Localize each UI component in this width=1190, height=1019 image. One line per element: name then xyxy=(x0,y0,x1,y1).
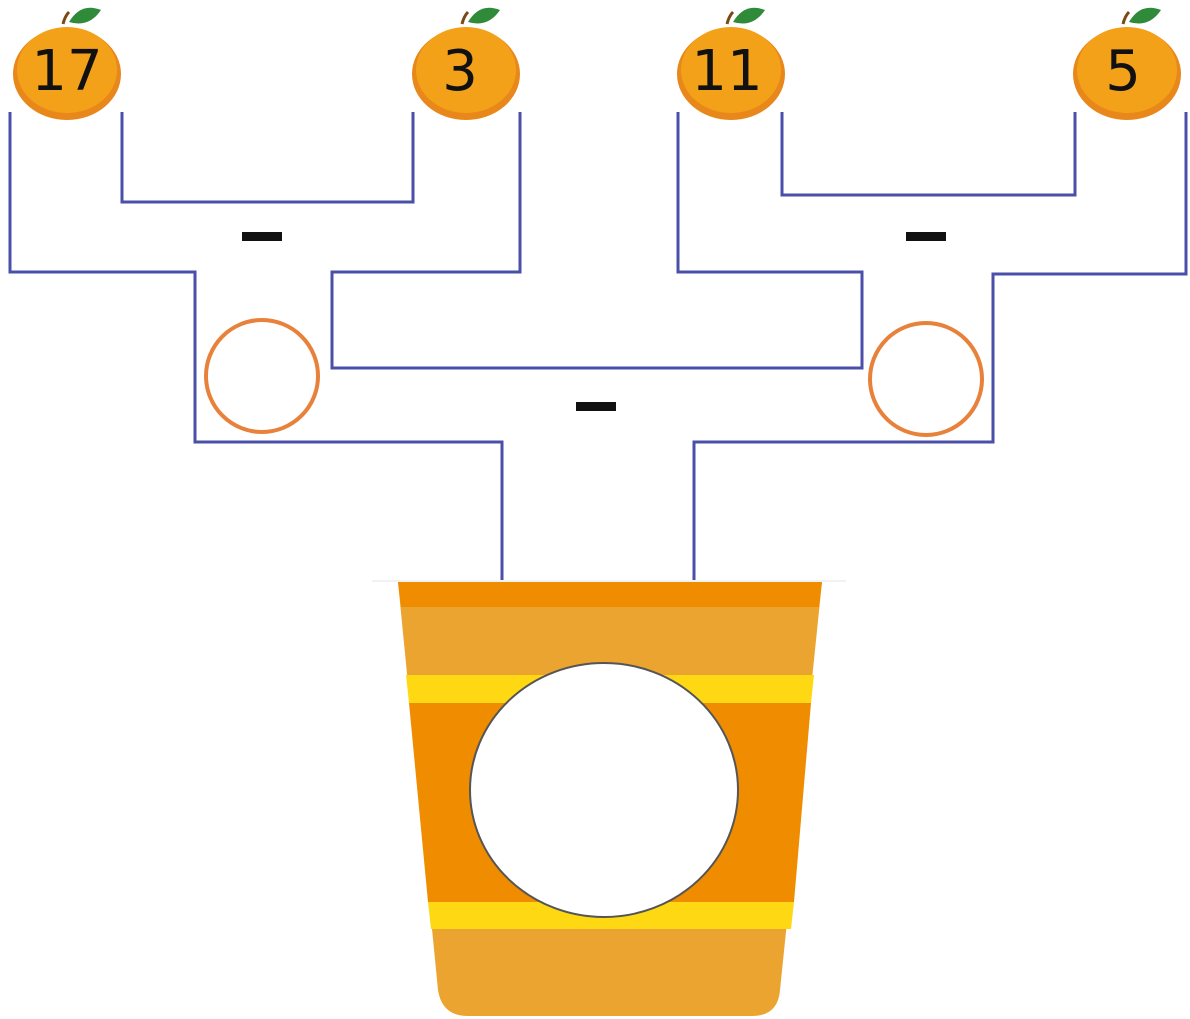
cup-top-band xyxy=(398,582,822,607)
minus-sign-center xyxy=(576,402,616,411)
pipe-left-inner xyxy=(120,112,415,204)
stem-icon xyxy=(460,10,470,25)
leaf-icon xyxy=(733,7,765,24)
pipe-left-outer xyxy=(8,112,504,580)
orange-fruit-2: 3 xyxy=(412,7,520,120)
pipe-right-inner xyxy=(780,112,1077,197)
pipe-right-outer xyxy=(692,112,1188,580)
minus-sign-right xyxy=(906,232,946,241)
fruit-number-3: 11 xyxy=(691,39,762,104)
pipe-network xyxy=(8,112,1188,580)
orange-fruit-1: 17 xyxy=(13,7,121,120)
answer-circle-right[interactable] xyxy=(868,321,984,437)
fruit-number-1: 17 xyxy=(31,39,102,104)
answer-circle-left[interactable] xyxy=(204,318,320,434)
leaf-icon xyxy=(468,7,500,24)
leaf-icon xyxy=(1129,7,1161,24)
orange-fruit-3: 11 xyxy=(677,7,785,120)
orange-fruit-4: 5 xyxy=(1073,7,1181,120)
fruit-number-2: 3 xyxy=(442,39,478,104)
leaf-icon xyxy=(69,7,101,24)
stem-icon xyxy=(725,10,735,25)
operator-center-text: − xyxy=(592,398,600,409)
stem-icon xyxy=(1121,10,1131,25)
fruit-number-4: 5 xyxy=(1105,39,1141,104)
minus-sign-left xyxy=(242,232,282,241)
pipe-left-outer-right xyxy=(330,112,864,370)
final-answer-oval[interactable] xyxy=(469,662,739,918)
operator-right-text: − xyxy=(922,228,930,239)
stem-icon xyxy=(61,10,71,25)
operator-left-text: − xyxy=(258,228,266,239)
